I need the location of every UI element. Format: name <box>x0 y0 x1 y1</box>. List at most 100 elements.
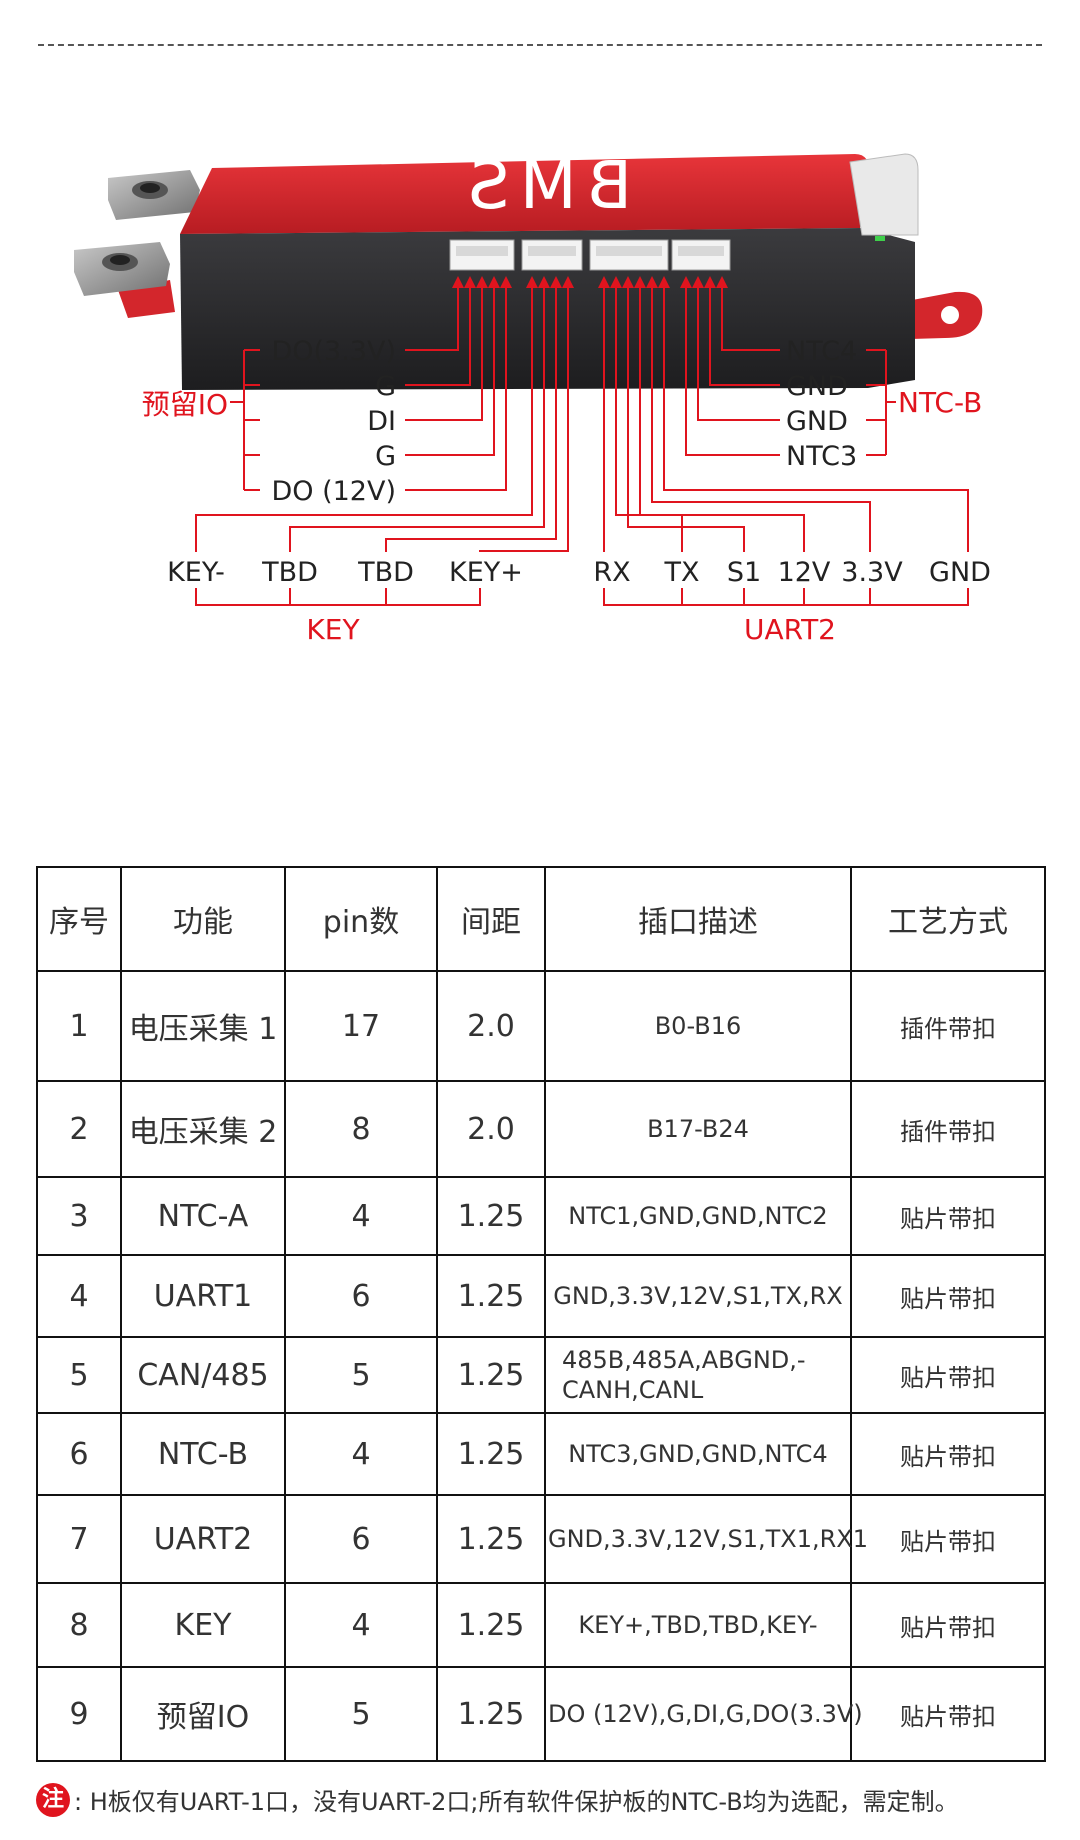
cell-pins: 4 <box>284 1176 438 1256</box>
header-cell: 功能 <box>120 866 286 972</box>
board-top-face <box>180 154 871 234</box>
cell-pins: 17 <box>284 970 438 1082</box>
wires-reserved-io <box>230 288 507 491</box>
dashed-separator <box>38 44 1042 46</box>
cell-function: 电压采集 1 <box>120 970 286 1082</box>
cell-function: NTC-B <box>120 1412 286 1496</box>
cell-pins: 6 <box>284 1494 438 1584</box>
connector-spec-table: 序号 功能 pin数 间距 插口描述 工艺方式 1 电压采集 1 17 2.0 … <box>36 866 1046 1762</box>
table-header-row: 序号 功能 pin数 间距 插口描述 工艺方式 <box>36 866 1046 972</box>
cell-process: 贴片带扣 <box>850 1666 1046 1762</box>
key-pin: TBD <box>357 557 414 588</box>
cell-function: KEY <box>120 1582 286 1668</box>
cell-description: NTC3,GND,GND,NTC4 <box>544 1412 852 1496</box>
connector-uart2 <box>589 239 669 271</box>
note-badge: 注 <box>36 1782 70 1817</box>
cell-index: 3 <box>36 1176 122 1256</box>
table-row: 7 UART2 6 1.25 GND,3.3V,12V,S1,TX1,RX1 贴… <box>36 1494 1046 1584</box>
key-pin: KEY+ <box>449 557 523 588</box>
header-cell: 序号 <box>36 866 122 972</box>
cell-process: 插件带扣 <box>850 1080 1046 1178</box>
cell-pitch: 1.25 <box>436 1666 546 1762</box>
cell-index: 7 <box>36 1494 122 1584</box>
cell-process: 插件带扣 <box>850 970 1046 1082</box>
table-row: 1 电压采集 1 17 2.0 B0-B16 插件带扣 <box>36 970 1046 1082</box>
cell-description: KEY+,TBD,TBD,KEY- <box>544 1582 852 1668</box>
header-cell: 间距 <box>436 866 546 972</box>
cell-pitch: 1.25 <box>436 1254 546 1338</box>
cell-process: 贴片带扣 <box>850 1494 1046 1584</box>
cell-pins: 5 <box>284 1666 438 1762</box>
uart2-pin: TX <box>664 557 700 588</box>
cell-index: 5 <box>36 1336 122 1414</box>
cell-process: 贴片带扣 <box>850 1336 1046 1414</box>
cell-pitch: 1.25 <box>436 1336 546 1414</box>
key-group-label: KEY <box>306 613 360 646</box>
cell-description: NTC1,GND,GND,NTC2 <box>544 1176 852 1256</box>
table-row: 4 UART1 6 1.25 GND,3.3V,12V,S1,TX,RX 贴片带… <box>36 1254 1046 1338</box>
cell-process: 贴片带扣 <box>850 1176 1046 1256</box>
uart2-pin: GND <box>929 557 991 588</box>
header-cell: 工艺方式 <box>850 866 1046 972</box>
cell-process: 贴片带扣 <box>850 1254 1046 1338</box>
cell-pins: 8 <box>284 1080 438 1178</box>
cell-index: 6 <box>36 1412 122 1496</box>
cell-process: 贴片带扣 <box>850 1412 1046 1496</box>
cell-pitch: 2.0 <box>436 970 546 1082</box>
cell-function: NTC-A <box>120 1176 286 1256</box>
table-row: 5 CAN/485 5 1.25 485B,485A,ABGND,-CANH,C… <box>36 1336 1046 1414</box>
table-row: 9 预留IO 5 1.25 DO (12V),G,DI,G,DO(3.3V) 贴… <box>36 1666 1046 1762</box>
reserved-io-labels: DO(3.3V) G DI G DO (12V) 预留IO <box>142 336 396 507</box>
cell-description: 485B,485A,ABGND,-CANH,CANL <box>544 1336 852 1414</box>
uart2-pin: 12V <box>778 557 831 588</box>
cell-index: 2 <box>36 1080 122 1178</box>
ntc-b-group-label: NTC-B <box>898 386 982 419</box>
board-logo: BMS <box>458 147 632 224</box>
cell-pitch: 1.25 <box>436 1176 546 1256</box>
connector-key <box>521 239 583 271</box>
ntc-b-labels: NTC4 GND GND NTC3 NTC-B <box>786 336 982 472</box>
wires-uart2 <box>603 288 969 606</box>
note-text: : H板仅有UART-1口，没有UART-2口;所有软件保护板的NTC-B均为选… <box>74 1788 959 1816</box>
cell-function: UART1 <box>120 1254 286 1338</box>
cell-pins: 4 <box>284 1412 438 1496</box>
cell-description: DO (12V),G,DI,G,DO(3.3V) <box>544 1666 863 1762</box>
ntc-b-pin: NTC3 <box>786 441 857 472</box>
cell-pitch: 1.25 <box>436 1582 546 1668</box>
uart2-pin: S1 <box>727 557 761 588</box>
reserved-io-pin: G <box>375 441 396 472</box>
cell-description: B17-B24 <box>544 1080 852 1178</box>
reserved-io-group-label: 预留IO <box>142 388 228 421</box>
wires-ntc-b <box>685 288 896 456</box>
cell-description: GND,3.3V,12V,S1,TX,RX <box>544 1254 852 1338</box>
ntc-b-pin: GND <box>786 406 848 437</box>
header-cell: 插口描述 <box>544 866 852 972</box>
wires-key <box>195 288 569 606</box>
key-pin: KEY- <box>167 557 225 588</box>
cell-pitch: 1.25 <box>436 1412 546 1496</box>
header-cell: pin数 <box>284 866 438 972</box>
terminal-bolt-top <box>108 170 200 220</box>
status-led-icon <box>875 236 885 241</box>
cell-index: 8 <box>36 1582 122 1668</box>
table-row: 2 电压采集 2 8 2.0 B17-B24 插件带扣 <box>36 1080 1046 1178</box>
cell-process: 贴片带扣 <box>850 1582 1046 1668</box>
cell-index: 1 <box>36 970 122 1082</box>
connector-plug-right <box>849 153 919 236</box>
cell-description: GND,3.3V,12V,S1,TX1,RX1 <box>544 1494 868 1584</box>
connector-ntc-b <box>671 239 731 271</box>
uart2-pin: 3.3V <box>841 557 903 588</box>
pin-arrows <box>452 276 728 288</box>
connector-reserved-io <box>449 239 515 271</box>
cell-index: 9 <box>36 1666 122 1762</box>
reserved-io-pin: DI <box>367 406 396 437</box>
cell-description: B0-B16 <box>544 970 852 1082</box>
table-row: 3 NTC-A 4 1.25 NTC1,GND,GND,NTC2 贴片带扣 <box>36 1176 1046 1256</box>
cell-pins: 5 <box>284 1336 438 1414</box>
uart2-labels: RX TX S1 12V 3.3V GND UART2 <box>593 557 991 646</box>
cell-function: CAN/485 <box>120 1336 286 1414</box>
table-row: 6 NTC-B 4 1.25 NTC3,GND,GND,NTC4 贴片带扣 <box>36 1412 1046 1496</box>
reserved-io-pin: G <box>375 371 396 402</box>
key-labels: KEY- TBD TBD KEY+ KEY <box>167 557 523 646</box>
ntc-b-pin: GND <box>786 371 848 402</box>
